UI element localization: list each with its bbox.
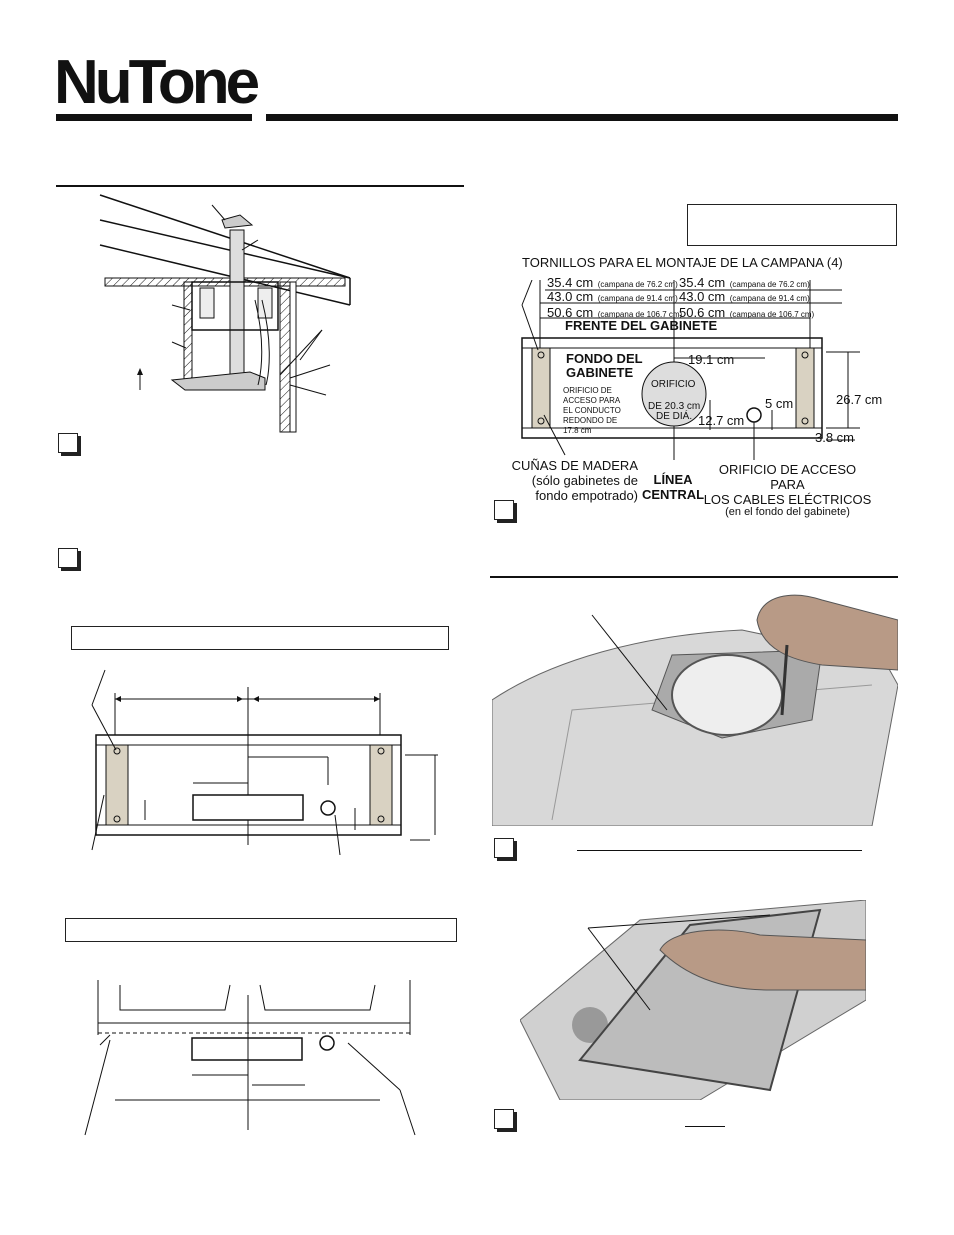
round-duct-access-note: ORIFICIO DE ACCESO PARA EL CONDUCTO REDO… [563,386,621,436]
wedges-line: CUÑAS DE MADERA [511,458,638,473]
dim-value: 43.0 cm [679,289,726,304]
grease-filter-photo [520,900,866,1100]
orificio-label-1: ORIFICIO [651,379,696,390]
dim-value: 35.4 cm [679,275,726,290]
cabinet-diagram-caption-box-2 [65,918,457,942]
cable-line: ORIFICIO DE ACCESO PARA [718,462,857,492]
cable-line: LOS CABLES ELÉCTRICOS [703,492,872,507]
dim-19-1: 19.1 cm [688,352,735,367]
orificio-label-3: DE DIÁ. [656,411,693,422]
logo-underline [56,114,252,121]
dim-note: (campana de 106.7 cm) [597,310,683,319]
short-underline [685,1126,725,1127]
note-line: REDONDO DE [563,416,618,425]
dim-value: 35.4 cm [547,275,594,290]
cabinet-back-label-line1: FONDO DEL [566,351,643,366]
dim-note: (campana de 76.2 cm) [729,280,810,289]
dim-row-3-right: 50.6 cm (campana de 106.7 cm) [679,304,814,322]
mounting-screws-label: TORNILLOS PARA EL MONTAJE DE LA CAMPANA … [522,255,843,270]
dim-value: 50.6 cm [547,305,594,320]
note-line: ORIFICIO DE [563,386,612,395]
step-checkbox-1 [58,433,78,453]
recessed-cabinet-diagram [84,980,416,1136]
dim-note: (campana de 91.4 cm) [597,294,678,303]
dim-value: 50.6 cm [679,305,726,320]
dim-row-2-right: 43.0 cm (campana de 91.4 cm) [679,288,810,306]
dim-note: (campana de 106.7 cm) [729,310,815,319]
nutone-logo: NuTone [54,48,260,117]
dim-row-1-left: 35.4 cm (campana de 76.2 cm) [547,274,678,292]
dim-12-7: 12.7 cm [698,413,745,428]
cable-access-label: ORIFICIO DE ACCESO PARA LOS CABLES ELÉCT… [700,462,875,518]
dim-row-3-left: 50.6 cm (campana de 106.7 cm) [547,304,682,322]
orificio-label-2: DE 20.3 cm [648,401,701,412]
installation-cross-section-diagram [99,194,351,433]
dim-3-8: 3.8 cm [815,430,855,445]
step-checkbox-2 [58,548,78,568]
diagram-title-box [687,204,897,246]
dim-value: 43.0 cm [547,289,594,304]
centerline-line: CENTRAL [641,487,705,502]
cabinet-front-label: FRENTE DEL GABINETE [565,318,718,333]
dim-26-7: 26.7 cm [836,392,883,407]
centerline-label: LÍNEA CENTRAL [640,472,706,502]
cabinet-back-label-line2: GABINETE [566,365,634,380]
cable-line: (en el fondo del gabinete) [725,506,850,518]
round-duct-cabinet-diagram [521,280,860,460]
centerline-line: LÍNEA [653,472,693,487]
left-section-rule [56,185,464,187]
note-line: 17.8 cm [563,426,592,435]
note-line: EL CONDUCTO [563,406,621,415]
dim-5: 5 cm [765,396,794,411]
step-checkbox-5 [494,1109,514,1129]
dim-row-2-left: 43.0 cm (campana de 91.4 cm) [547,288,678,306]
wedges-label: CUÑAS DE MADERA (sólo gabinetes de fondo… [508,458,638,503]
dim-note: (campana de 76.2 cm) [597,280,678,289]
header-rule [266,114,898,121]
rectangular-duct-cabinet-diagram [91,669,438,856]
step-checkbox-4 [494,838,514,858]
step-checkbox-3 [494,500,514,520]
cabinet-diagram-caption-box-1 [71,626,449,650]
hood-collar-photo [492,590,898,826]
wedges-line: fondo empotrado) [535,488,638,503]
note-line: ACCESO PARA [563,396,621,405]
dim-note: (campana de 91.4 cm) [729,294,810,303]
right-section-rule [490,576,898,578]
wedges-line: (sólo gabinetes de [531,473,638,488]
dim-row-1-right: 35.4 cm (campana de 76.2 cm) [679,274,810,292]
underline-rule [577,850,862,851]
